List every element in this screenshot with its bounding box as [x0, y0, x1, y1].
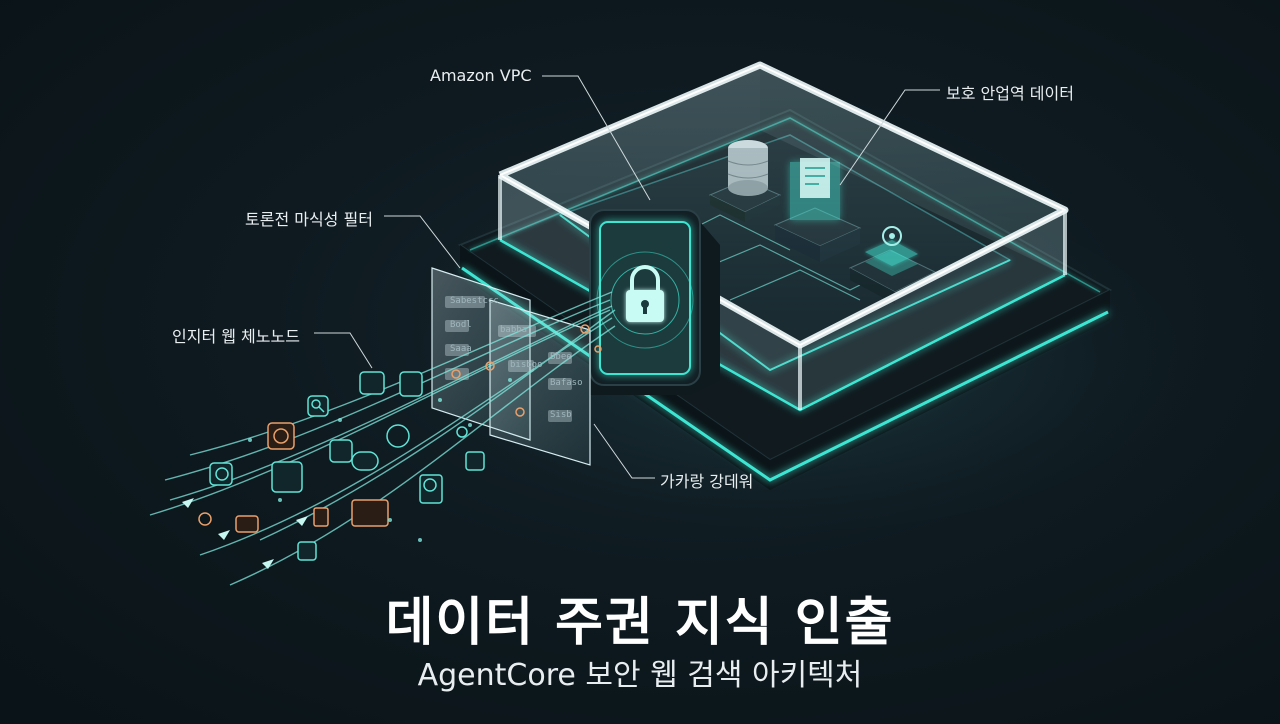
file-node-icon: [399, 371, 423, 397]
filter-chip-5: bisboo: [510, 360, 543, 370]
user-node-icon: [329, 439, 353, 463]
callout-protected-data: 보호 안업역 데이터: [946, 84, 1074, 103]
leader-protected-data: [839, 89, 940, 186]
orange-chat-node-icon: [235, 515, 259, 533]
internet-node-icons: [209, 371, 485, 561]
image-node-icon: [359, 371, 385, 395]
leader-gateway: [593, 423, 655, 479]
orange-globe-node-icon: [267, 422, 295, 450]
filter-chip-8: Sisb: [550, 410, 572, 420]
leader-internet-nodes: [314, 332, 373, 369]
external-node-icons-orange: [198, 324, 602, 533]
vpc-glass-wall: [498, 61, 1069, 412]
callout-filter: 토론전 마식성 필터: [245, 210, 373, 229]
filter-chip-2: Bodl: [450, 320, 472, 330]
callout-internet-nodes: 인지터 웹 체노노드: [172, 327, 300, 346]
globe-node-icon: [386, 424, 410, 448]
page-title: 데이터 주권 지식 인출: [385, 593, 895, 653]
filter-chip-6: Bbee: [550, 352, 572, 362]
callout-vpc: Amazon VPC: [430, 66, 532, 85]
document-node-icon: [271, 461, 303, 493]
filter-chip-1: Sabestccc: [450, 296, 499, 306]
filter-chip-3: babba: [500, 325, 528, 335]
search-node-icon: [307, 395, 329, 417]
chat-node-icon: [351, 451, 379, 471]
pdf-node-icon: [465, 451, 485, 471]
filter-chip-4: Saaa: [450, 344, 472, 354]
callout-gateway: 가카랑 강데워: [660, 472, 754, 491]
link-node-icon: [297, 541, 317, 561]
particle-dots: [248, 378, 512, 542]
filter-chip-7: Bafaso: [550, 378, 583, 388]
leader-filter: [384, 215, 461, 269]
leader-vpc: [542, 75, 651, 201]
data-stream-arrows: [182, 498, 308, 569]
secure-gateway-icon: [589, 209, 720, 395]
callout-leader-lines: [314, 75, 940, 479]
web-node-icon: [209, 462, 233, 486]
page-subtitle: AgentCore 보안 웹 검색 아키텍처: [417, 658, 863, 693]
orange-document-node-icon: [351, 499, 389, 527]
